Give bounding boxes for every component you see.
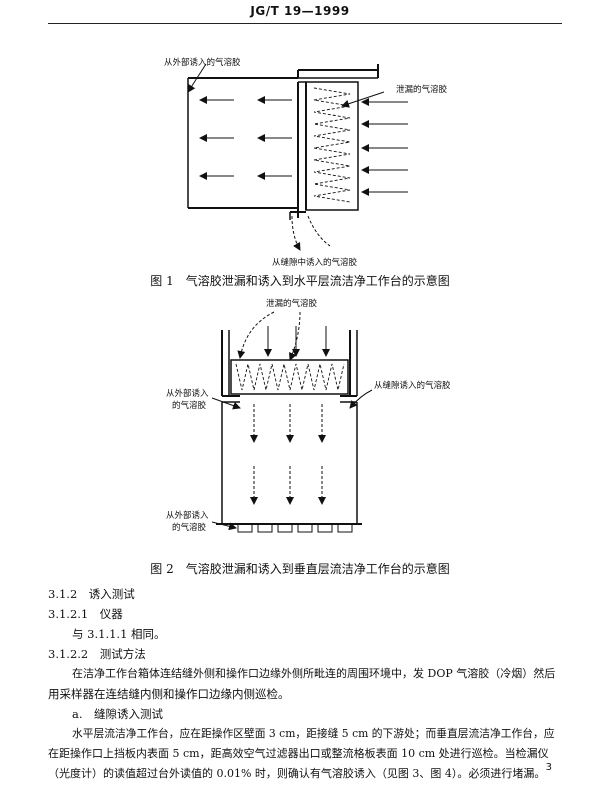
fig2-label-outside-bottom-1: 从外部诱入 [166, 510, 209, 521]
fig2-label-leak: 泄漏的气溶胶 [266, 298, 318, 309]
figure-2-caption: 图 2 气溶胶泄漏和诱入到垂直层流洁净工作台的示意图 [150, 562, 450, 576]
heading-3-1-2: 3.1.2 诱入测试 [48, 587, 135, 601]
fig2-label-outside-bottom-2: 的气溶胶 [172, 522, 207, 533]
fig1-label-gap: 从缝隙中诱入的气溶胶 [272, 257, 358, 268]
para-a-line-1: 水平层流洁净工作台，应在距操作区壁面 3 cm，距接缝 5 cm 的下游处；而垂… [72, 727, 555, 740]
fig1-label-leak: 泄漏的气溶胶 [396, 84, 448, 95]
fig2-label-outside-top-1: 从外部诱入 [166, 388, 209, 399]
figure-1-caption: 图 1 气溶胶泄漏和诱入到水平层流洁净工作台的示意图 [150, 274, 450, 288]
figure-2-diagram: 泄漏的气溶胶 从缝隙诱入的气溶胶 从外部诱入 的气溶胶 从外部诱入 的气溶胶 [166, 298, 451, 533]
fig1-label-outside: 从外部诱入的气溶胶 [164, 57, 241, 68]
page-number: 3 [545, 762, 552, 773]
para-a-line-2: 在距操作口上挡板内表面 5 cm，距高效空气过滤器出口或整流格板表面 10 cm… [48, 747, 549, 760]
para-3-1-2-1: 与 3.1.1.1 相同。 [72, 627, 166, 641]
standard-code: JG/T 19—1999 [250, 4, 350, 18]
header-rule [48, 23, 562, 24]
heading-3-1-2-1: 3.1.2.1 仪器 [48, 607, 123, 621]
para-method-line-2: 用采样器在连结缝内侧和操作口边缘内侧巡检。 [48, 687, 290, 701]
fig2-label-gap: 从缝隙诱入的气溶胶 [374, 380, 451, 391]
heading-3-1-2-2: 3.1.2.2 测试方法 [48, 647, 146, 661]
figure-1-diagram: 从外部诱入的气溶胶 泄漏的气溶胶 从缝隙中诱入的气溶胶 [164, 57, 448, 268]
fig2-label-outside-top-2: 的气溶胶 [172, 400, 207, 411]
para-a-line-3: （光度计）的读值超过台外读值的 0.01% 时，则确认有气溶胶诱入（见图 3、图… [48, 767, 546, 780]
item-a-heading: a. 缝隙诱入测试 [72, 707, 164, 721]
para-method-line-1: 在洁净工作台箱体连结缝外侧和操作口边缘外侧所毗连的周围环境中，发 DOP 气溶胶… [72, 667, 556, 680]
